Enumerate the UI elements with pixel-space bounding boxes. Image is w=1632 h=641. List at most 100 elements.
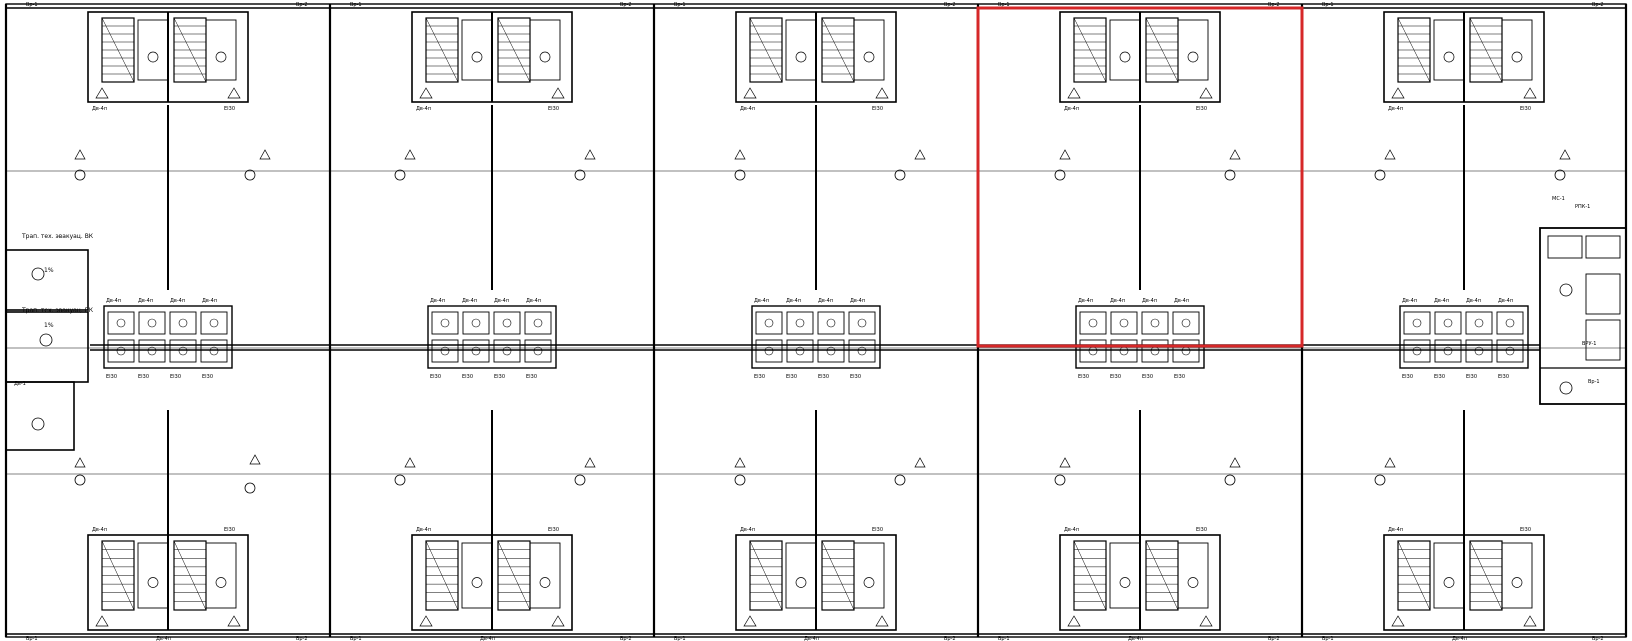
room-tag-circle xyxy=(1119,577,1131,588)
mid-core-cell xyxy=(493,311,521,335)
stair-diagonal xyxy=(173,540,207,611)
marker-triangle xyxy=(1229,149,1241,160)
door-label-right: EI30 xyxy=(1196,527,1207,533)
core-room xyxy=(853,19,885,81)
marker-triangle xyxy=(1199,87,1213,99)
room-tag-circle xyxy=(574,474,586,486)
mid-door-label: EI30 xyxy=(818,374,829,380)
mid-core-cell xyxy=(755,311,783,335)
right-annex-label-2: МС-1 xyxy=(1552,196,1565,202)
core-room xyxy=(1109,19,1141,81)
mid-core-cell xyxy=(138,339,166,363)
mid-core-tag xyxy=(178,318,188,328)
marker-triangle xyxy=(1059,457,1071,468)
stair-diagonal xyxy=(1469,17,1503,83)
stair-diagonal xyxy=(1145,17,1179,83)
room-tag-circle xyxy=(1559,283,1573,297)
highlight-selection xyxy=(976,6,1304,348)
room-tag-circle xyxy=(795,577,807,588)
mid-door-label: Дв-4п xyxy=(1174,298,1189,304)
core-room xyxy=(1177,542,1209,609)
bottom-axis-label: Вр-1 xyxy=(26,636,38,641)
mid-core-cell xyxy=(169,339,197,363)
room-tag-circle xyxy=(1224,169,1236,181)
marker-triangle xyxy=(734,457,746,468)
mid-door-label: EI30 xyxy=(1142,374,1153,380)
mid-core-tag xyxy=(440,346,450,356)
marker-triangle xyxy=(584,149,596,160)
room-tag-circle xyxy=(1443,577,1455,588)
marker-triangle xyxy=(1059,149,1071,160)
room-tag-circle xyxy=(31,267,45,281)
room-tag-circle xyxy=(574,169,586,181)
mid-door-label: EI30 xyxy=(754,374,765,380)
mid-door-label: EI30 xyxy=(106,374,117,380)
marker-triangle xyxy=(914,457,926,468)
mid-core-tag xyxy=(1412,346,1422,356)
core-room xyxy=(1501,542,1533,609)
bottom-axis-label: Вр-2 xyxy=(1268,636,1280,641)
door-label-right: EI30 xyxy=(1520,527,1531,533)
door-label-left: Дв-4п xyxy=(1388,106,1403,112)
room-tag-circle xyxy=(215,577,227,588)
mid-door-label: EI30 xyxy=(1402,374,1413,380)
core-room xyxy=(1433,542,1465,609)
mid-door-label: EI30 xyxy=(1434,374,1445,380)
marker-triangle xyxy=(1391,615,1405,627)
mid-door-label: Дв-4п xyxy=(786,298,801,304)
room-tag-circle xyxy=(147,577,159,588)
door-label-right: EI30 xyxy=(1196,106,1207,112)
room-tag-circle xyxy=(734,474,746,486)
mid-core-tag xyxy=(533,318,543,328)
stair-diagonal xyxy=(1397,540,1431,611)
core-room xyxy=(461,19,493,81)
room-tag-circle xyxy=(394,169,406,181)
stair-diagonal xyxy=(173,17,207,83)
mid-core-outline xyxy=(103,305,233,369)
door-label-right: EI30 xyxy=(224,527,235,533)
right-annex-panel xyxy=(1585,319,1621,361)
zone-label-top: Вр-1 xyxy=(674,2,686,8)
mid-core-tag xyxy=(1443,318,1453,328)
bottom-axis-label: Дв-4п xyxy=(1128,636,1143,641)
mid-core-cell xyxy=(462,311,490,335)
mid-core-tag xyxy=(147,318,157,328)
mid-core-cell xyxy=(817,339,845,363)
left-annex-slope-1: 1% xyxy=(44,267,54,274)
room-tag-circle xyxy=(244,482,256,494)
left-annex-room-3 xyxy=(5,381,75,451)
room-tag-circle xyxy=(734,169,746,181)
mid-door-label: Дв-4п xyxy=(1498,298,1513,304)
stair-diagonal xyxy=(101,540,135,611)
zone-label-top: Вр-2 xyxy=(620,2,632,8)
marker-triangle xyxy=(227,615,241,627)
mid-door-label: Дв-4п xyxy=(1110,298,1125,304)
core-room xyxy=(205,19,237,81)
mid-core-tag xyxy=(857,346,867,356)
bottom-axis-label: Вр-2 xyxy=(1592,636,1604,641)
mid-core-tag xyxy=(1505,346,1515,356)
mid-core-tag xyxy=(1443,346,1453,356)
zone-label-top: Вр-2 xyxy=(1268,2,1280,8)
mid-core-tag xyxy=(178,346,188,356)
mid-core-tag xyxy=(209,318,219,328)
room-tag-circle xyxy=(1224,474,1236,486)
room-tag-circle xyxy=(31,417,45,431)
right-annex-panel xyxy=(1585,235,1621,259)
marker-triangle xyxy=(1559,149,1571,160)
stair-diagonal xyxy=(749,17,783,83)
mid-core-tag xyxy=(147,346,157,356)
stair-diagonal xyxy=(497,17,531,83)
marker-triangle xyxy=(1523,87,1537,99)
stair-diagonal xyxy=(1145,540,1179,611)
annex-rooms: Трап. тех. эвакуац. ВК 1% Трап. тех. эва… xyxy=(5,196,1627,451)
marker-triangle xyxy=(1067,615,1081,627)
door-label-right: EI30 xyxy=(548,106,559,112)
mid-door-label: Дв-4п xyxy=(1466,298,1481,304)
